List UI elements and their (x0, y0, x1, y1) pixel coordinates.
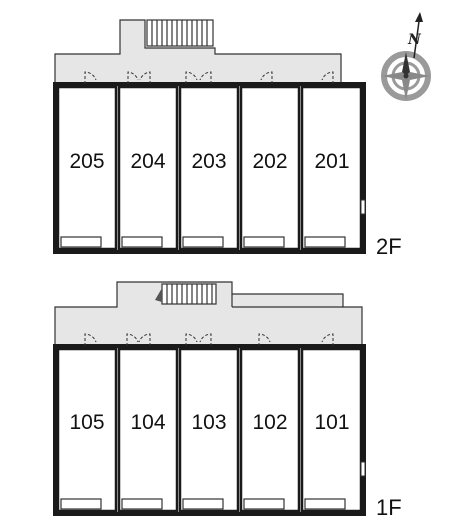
floor-label-2f: 2F (376, 234, 402, 259)
corridor-2f (54, 19, 342, 85)
room-102 (239, 333, 301, 513)
room-101 (300, 333, 366, 513)
compass-icon: N (381, 12, 431, 101)
room-103 (178, 333, 240, 513)
room-number-104: 104 (130, 411, 165, 434)
room-number-103: 103 (191, 411, 226, 434)
room-number-204: 204 (130, 150, 165, 173)
room-202 (239, 71, 301, 251)
room-105 (56, 333, 118, 513)
room-number-202: 202 (252, 150, 287, 173)
corridor-1f (54, 281, 363, 347)
room-number-105: 105 (69, 411, 104, 434)
room-204 (117, 71, 179, 251)
compass-north-label: N (407, 32, 422, 48)
room-201 (300, 71, 366, 251)
room-104 (117, 333, 179, 513)
room-number-203: 203 (191, 150, 226, 173)
floor-1f: 105 104 103 102 101 1F (53, 281, 402, 520)
staircase-2f (146, 19, 214, 47)
room-number-205: 205 (69, 150, 104, 173)
staircase-1f (155, 283, 217, 305)
room-203 (178, 71, 240, 251)
room-205 (56, 71, 118, 251)
room-number-102: 102 (252, 411, 287, 434)
room-number-101: 101 (314, 411, 349, 434)
floor-2f: 205 204 203 202 201 2F (53, 19, 402, 259)
floor-label-1f: 1F (376, 495, 402, 520)
room-number-201: 201 (314, 150, 349, 173)
